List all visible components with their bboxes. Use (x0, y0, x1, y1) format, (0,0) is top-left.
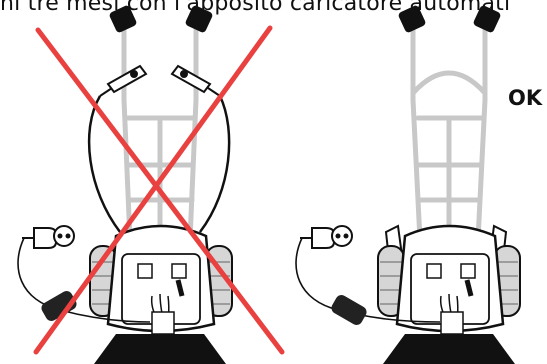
handle-grip-left (397, 4, 426, 33)
trolley-base-plate (94, 334, 226, 364)
right-trolley-figure (296, 4, 520, 364)
trolley-frame-left (124, 30, 196, 240)
wall-plug (300, 226, 352, 248)
handle-grip-right (184, 4, 213, 33)
left-trolley-figure (18, 4, 282, 364)
charger-box (441, 312, 463, 334)
booster-socket (138, 264, 152, 278)
booster-socket (461, 264, 475, 278)
booster-socket (427, 264, 441, 278)
handle-grip-left (108, 4, 137, 33)
booster-socket (172, 264, 186, 278)
trolley-frame-right (413, 30, 485, 240)
charger-box (152, 312, 174, 334)
trolley-base-plate (383, 334, 515, 364)
charger-transformer (329, 293, 368, 327)
wall-plug (22, 226, 74, 248)
handle-grip-right (472, 4, 501, 33)
